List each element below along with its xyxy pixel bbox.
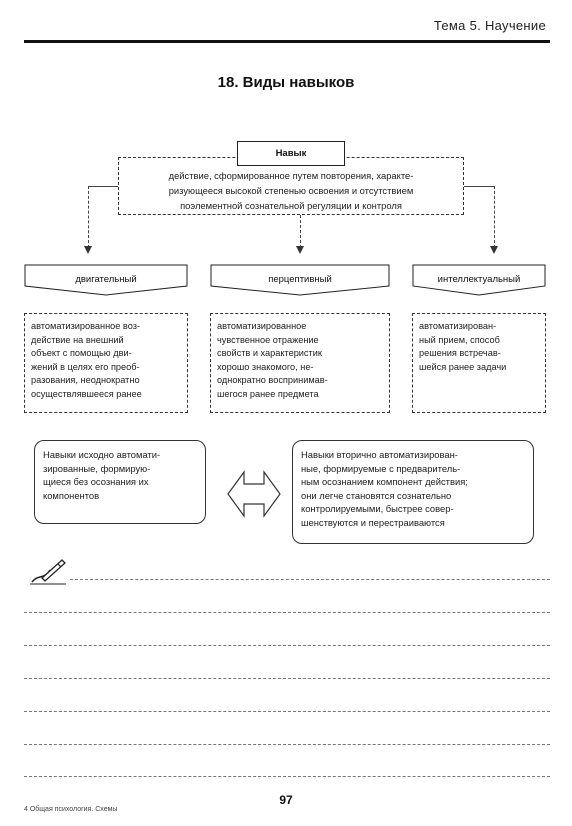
type-label: перцептивный	[268, 274, 332, 285]
pentagon-shape	[210, 264, 390, 296]
connector-left-horizontal	[88, 186, 118, 187]
pentagon-shape	[24, 264, 188, 296]
note-line	[70, 579, 550, 580]
definition-line: действие, сформированное путем повторени…	[168, 170, 414, 181]
connector-right-vertical	[494, 186, 495, 248]
note-line	[24, 678, 550, 679]
comparison-primary: Навыки исходно автомати- зированные, фор…	[34, 440, 206, 524]
concept-tag: Навык	[237, 141, 345, 166]
description-line: свойств и характеристик	[217, 348, 322, 358]
description-line: жений в целях его преоб-	[31, 361, 140, 372]
description-line: решения встречав-	[419, 348, 501, 358]
pentagon-shape	[412, 264, 546, 296]
note-line	[24, 744, 550, 745]
comparison-line: Навыки вторично автоматизирован-	[301, 449, 458, 460]
description-line: чувственное отражение	[217, 334, 319, 345]
comparison-line: контролируемыми, быстрее совер-	[301, 503, 454, 514]
comparison-secondary: Навыки вторично автоматизирован- ные, фо…	[292, 440, 534, 544]
note-line	[24, 645, 550, 646]
description-line: однократно воспринимав-	[217, 375, 328, 385]
description-line: осуществлявшееся ранее	[31, 388, 142, 399]
type-description-motor: автоматизированное воз- действие на внеш…	[24, 313, 188, 413]
type-header-motor: двигательный	[24, 264, 188, 296]
note-line	[24, 776, 550, 777]
header-topic: Тема 5. Научение	[433, 18, 546, 33]
description-line: разования, неоднократно	[31, 375, 140, 385]
definition-line: ризующееся высокой степенью освоения и о…	[168, 185, 414, 196]
comparison-line: компонентов	[43, 489, 100, 501]
type-description-intellectual: автоматизирован- ный прием, способ решен…	[412, 313, 546, 413]
type-header-intellectual: интеллектуальный	[412, 264, 546, 296]
type-header-perceptual: перцептивный	[210, 264, 390, 296]
description-line: автоматизированное воз-	[31, 321, 140, 331]
definition-box: действие, сформированное путем повторени…	[118, 157, 464, 215]
definition-line: поэлементной сознательной регуляции и ко…	[180, 200, 402, 211]
description-line: автоматизированное	[217, 321, 307, 331]
comparison-line: ным осознанием компонент действия;	[301, 476, 468, 487]
page-number: 97	[279, 793, 293, 807]
comparison-line: Навыки исходно автомати-	[43, 449, 161, 460]
page-title: 18. Виды навыков	[217, 74, 355, 91]
type-description-perceptual: автоматизированное чувственное отражение…	[210, 313, 390, 413]
pen-writing-icon	[30, 559, 66, 585]
description-line: шегося ранее предмета	[217, 388, 319, 399]
description-line: шейся ранее задачи	[419, 361, 507, 372]
note-line	[24, 711, 550, 712]
description-line: действие на внешний	[31, 334, 124, 345]
comparison-line: щиеся без осознания их	[43, 476, 149, 487]
description-line: автоматизирован-	[419, 321, 497, 331]
note-line	[24, 612, 550, 613]
double-arrow-icon	[227, 470, 281, 518]
footer-source: 4 Общая психология. Схемы	[24, 806, 118, 813]
connector-right-horizontal	[464, 186, 494, 187]
description-line: ный прием, способ	[419, 334, 500, 345]
comparison-line: ные, формируемые с предваритель-	[301, 462, 461, 474]
type-label: интеллектуальный	[437, 274, 521, 285]
header-rule	[24, 40, 550, 43]
description-line: хорошо знакомого, не-	[217, 361, 314, 372]
connector-left-vertical	[88, 186, 89, 248]
type-label: двигательный	[75, 274, 137, 285]
comparison-line: зированные, формирую-	[43, 462, 151, 474]
description-line: объект с помощью дви-	[31, 348, 132, 358]
connector-center-vertical	[300, 215, 301, 248]
comparison-line: шенствуются и перестраиваются	[301, 516, 445, 528]
comparison-line: они легче становятся сознательно	[301, 489, 452, 501]
